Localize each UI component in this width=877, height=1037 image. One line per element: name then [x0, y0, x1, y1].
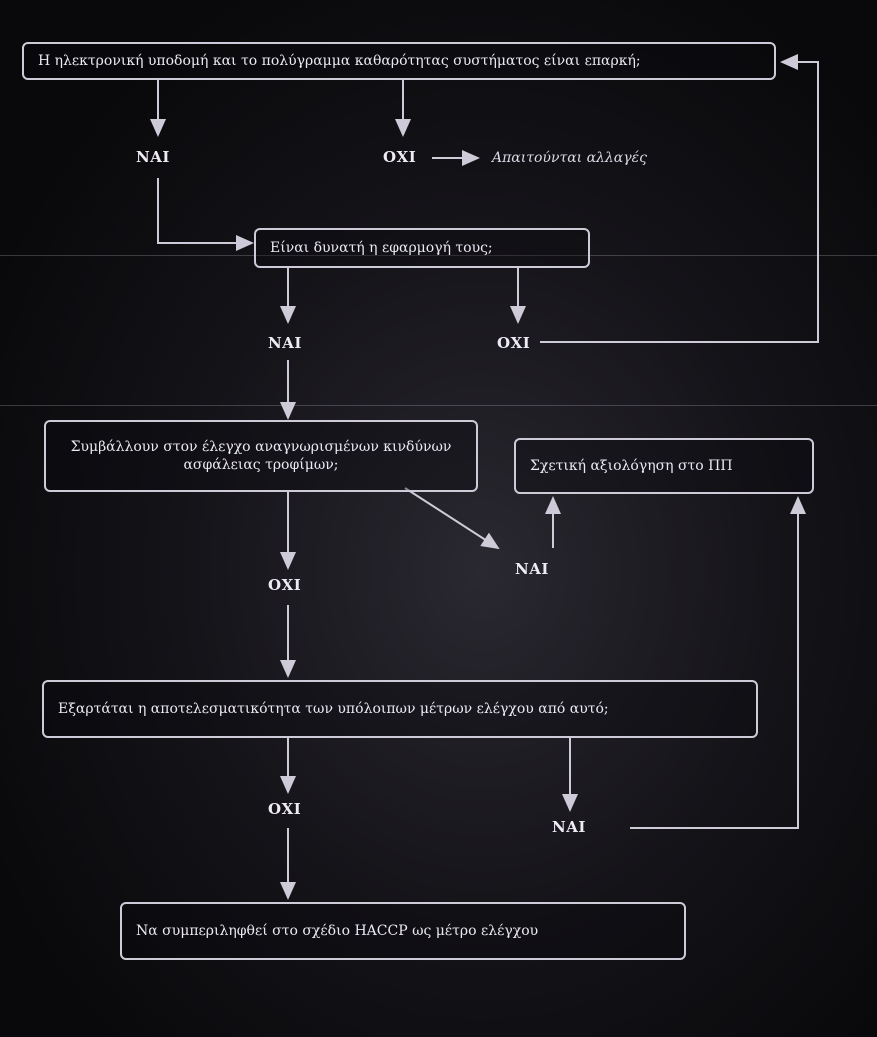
edge-no-loop-q1 — [540, 54, 819, 343]
edge-yes-loop-box4 — [630, 496, 806, 829]
haccp-inclusion-box: Να συμπεριληφθεί στο σχέδιο HACCP ως μέτ… — [120, 902, 686, 960]
dependency-text: Εξαρτάται η αποτελεσματικότητα των υπόλο… — [58, 701, 609, 717]
edge-yes-to-q2 — [157, 178, 254, 251]
hazard-control-text: Συμβάλλουν στον έλεγχο αναγνωρισμένων κι… — [70, 439, 452, 473]
question-infrastructure-text: Η ηλεκτρονική υποδομή και το πολύγραμμα … — [38, 53, 641, 69]
scan-line — [0, 255, 877, 256]
haccp-inclusion-text: Να συμπεριληφθεί στο σχέδιο HACCP ως μέτ… — [136, 923, 539, 939]
edge-box3-yes — [404, 487, 500, 550]
question-feasible-box: Είναι δυνατή η εφαρμογή τους; — [254, 228, 590, 268]
answer-yes-1: ΝΑΙ — [136, 148, 170, 166]
answer-no-1: ΟΧΙ — [383, 148, 417, 166]
changes-required-text: Απαιτούνται αλλαγές — [492, 150, 647, 166]
assessment-text: Σχετική αξιολόγηση στο ΠΠ — [530, 458, 733, 474]
answer-yes-2: ΝΑΙ — [268, 334, 302, 352]
answer-no-3: ΟΧΙ — [268, 576, 302, 594]
dependency-box: Εξαρτάται η αποτελεσματικότητα των υπόλο… — [42, 680, 758, 738]
question-feasible-text: Είναι δυνατή η εφαρμογή τους; — [270, 240, 493, 256]
hazard-control-box: Συμβάλλουν στον έλεγχο αναγνωρισμένων κι… — [44, 420, 478, 492]
answer-yes-4: ΝΑΙ — [552, 818, 586, 836]
assessment-box: Σχετική αξιολόγηση στο ΠΠ — [514, 438, 814, 494]
question-infrastructure-box: Η ηλεκτρονική υποδομή και το πολύγραμμα … — [22, 42, 776, 80]
answer-yes-3: ΝΑΙ — [515, 560, 549, 578]
answer-no-4: ΟΧΙ — [268, 800, 302, 818]
scan-line — [0, 405, 877, 406]
answer-no-2: ΟΧΙ — [497, 334, 531, 352]
